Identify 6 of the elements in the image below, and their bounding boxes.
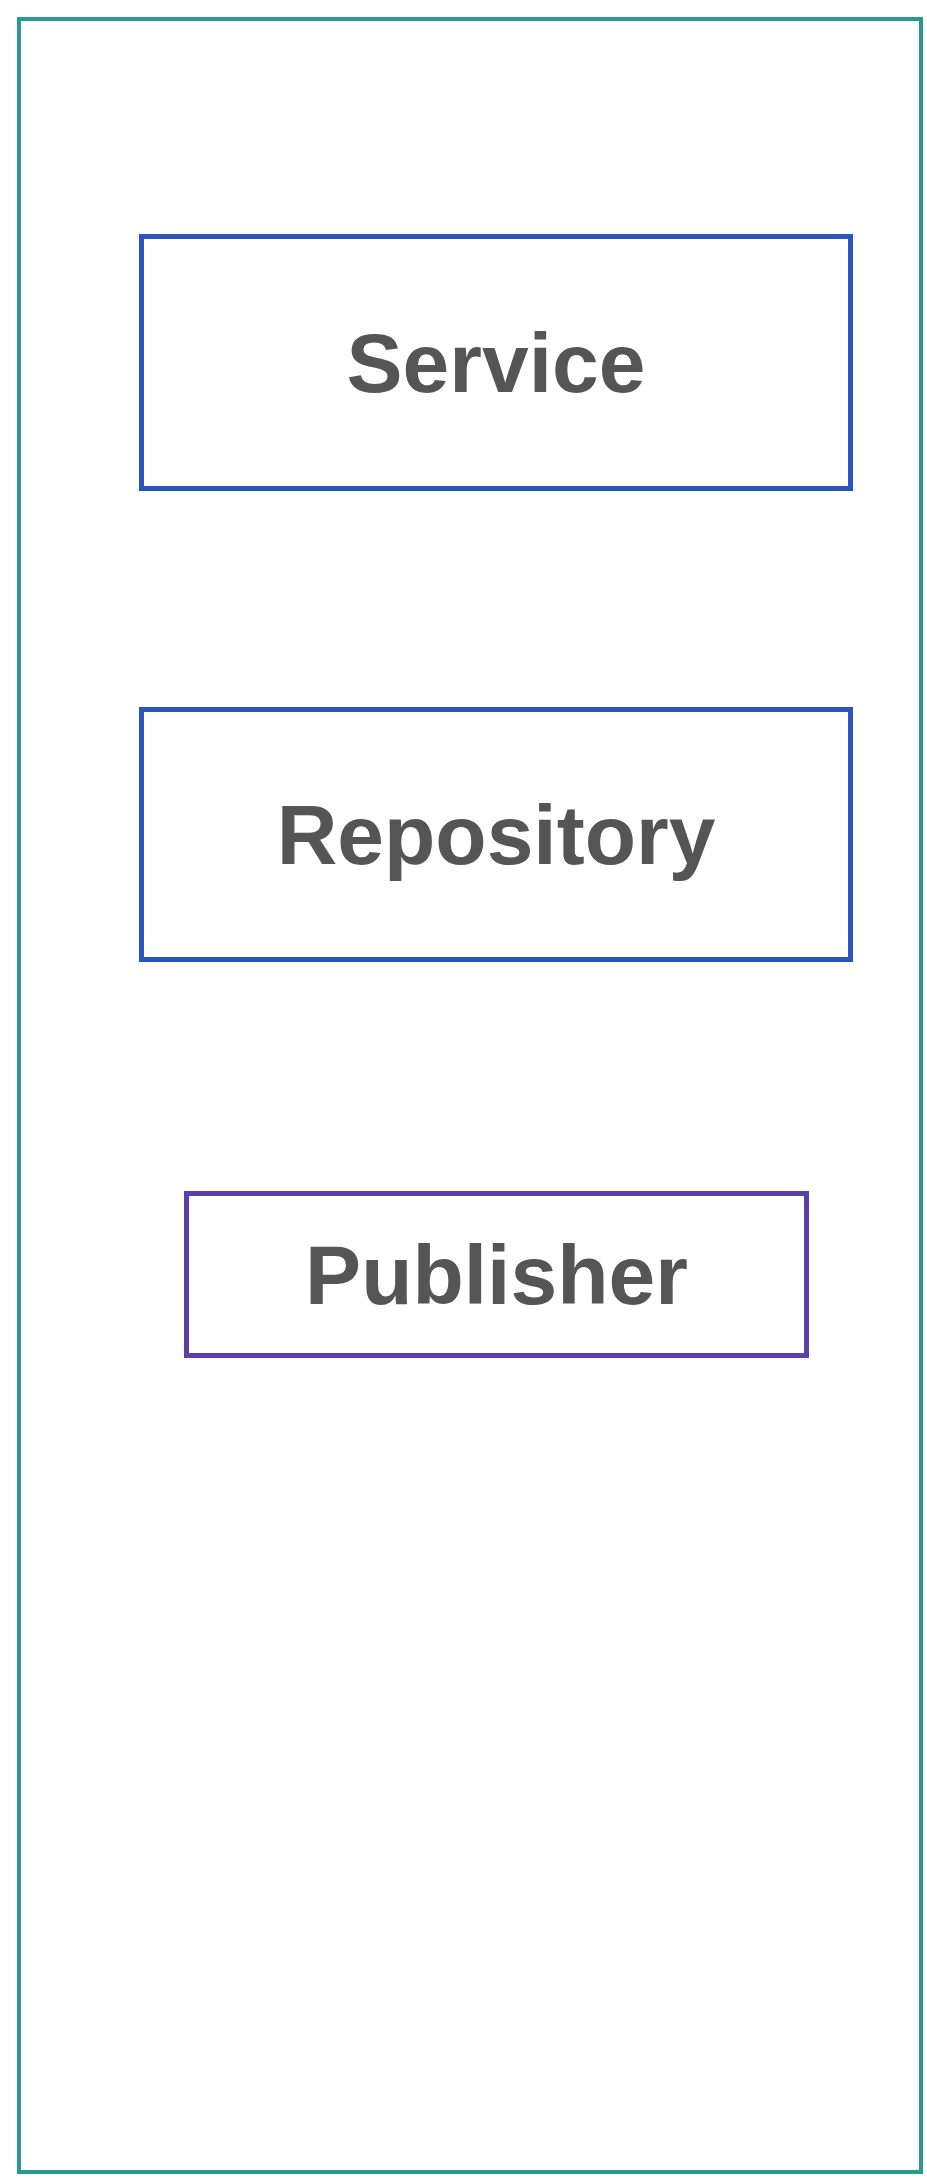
component-box [139,234,853,491]
box-label: Service [346,320,646,405]
component-box [139,707,853,962]
box-label: Publisher [305,1232,688,1317]
container-box [17,17,923,2174]
component-box [184,1191,809,1358]
